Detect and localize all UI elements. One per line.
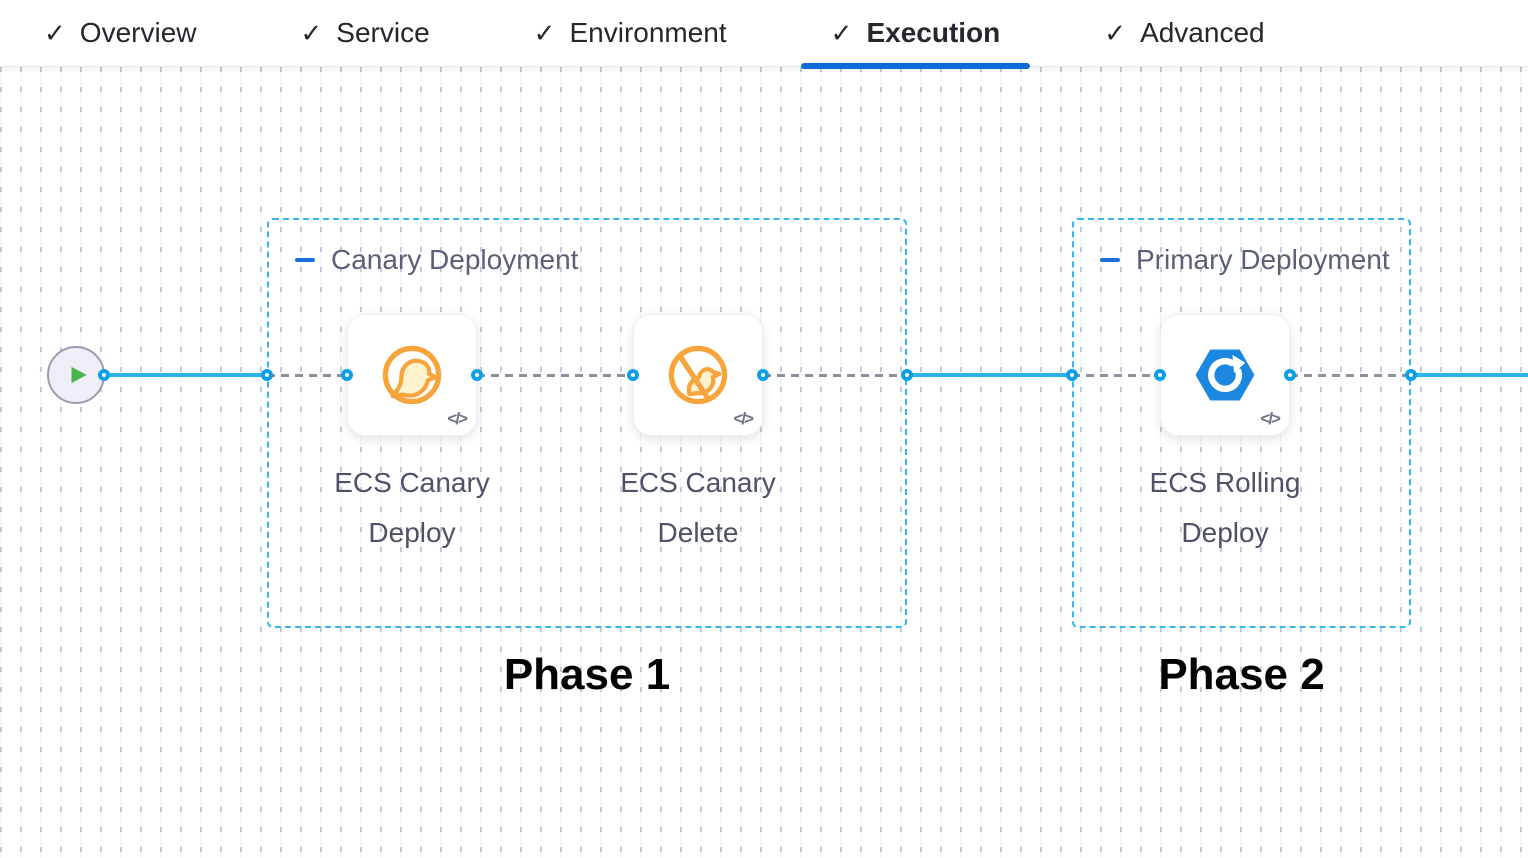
link-primary-group-to-next[interactable] (1411, 373, 1528, 377)
tab-execution[interactable]: ✓ Execution (800, 0, 1031, 69)
link-canary-delete-to-group[interactable] (763, 374, 907, 377)
tab-overview[interactable]: ✓ Overview (14, 0, 227, 66)
stage-group-primary-deployment: Primary Deployment (1072, 218, 1411, 628)
checkmark-icon: ✓ (1104, 17, 1127, 48)
canary-deploy-icon (382, 345, 442, 405)
canary-delete-icon (668, 345, 728, 405)
connector-port[interactable] (261, 369, 273, 381)
link-group-to-canary-deploy[interactable] (267, 374, 347, 377)
step-label: ECS Canary Deploy (334, 467, 490, 548)
checkmark-icon: ✓ (300, 17, 323, 48)
rolling-deploy-icon (1195, 349, 1255, 401)
step-node-ecs-canary-deploy[interactable]: </> (347, 314, 477, 436)
tab-label: Advanced (1140, 17, 1265, 48)
phase-annotation: Phase 2 (1158, 650, 1325, 699)
tab-environment[interactable]: ✓ Environment (504, 0, 757, 66)
connector-port[interactable] (471, 369, 483, 381)
group-label: Canary Deployment (331, 244, 579, 275)
tab-service[interactable]: ✓ Service (271, 0, 460, 66)
pipeline-canvas: Canary Deployment Primary Deployment </> (0, 67, 1528, 858)
checkmark-icon: ✓ (44, 17, 66, 48)
tab-label: Service (336, 17, 430, 48)
tab-label: Execution (866, 17, 1001, 48)
tab-label: Overview (79, 17, 197, 48)
tab-advanced[interactable]: ✓ Advanced (1074, 0, 1294, 66)
connector-port[interactable] (1154, 369, 1166, 381)
stage-group-canary-deployment: Canary Deployment (267, 218, 907, 628)
play-icon (71, 366, 87, 384)
checkmark-icon: ✓ (830, 17, 853, 48)
connector-port[interactable] (1405, 369, 1417, 381)
connector-port[interactable] (341, 369, 353, 381)
pipeline-start-node (47, 346, 105, 404)
step-node-ecs-rolling-deploy[interactable]: </> (1160, 314, 1290, 436)
wizard-tab-bar: ✓ Overview ✓ Service ✓ Environment ✓ Exe… (0, 0, 1528, 69)
connector-port[interactable] (1066, 369, 1078, 381)
step-node-ecs-canary-delete[interactable]: </> (633, 314, 763, 436)
checkmark-icon: ✓ (533, 17, 556, 48)
link-start-to-canary-group[interactable] (104, 373, 267, 377)
step-label: ECS Rolling Deploy (1149, 467, 1301, 548)
collapse-icon[interactable] (1100, 258, 1120, 262)
group-header: Primary Deployment (1074, 220, 1409, 276)
collapse-icon[interactable] (295, 258, 315, 262)
connector-port[interactable] (627, 369, 639, 381)
group-label: Primary Deployment (1136, 244, 1390, 275)
step-label: ECS Canary Delete (620, 467, 776, 548)
link-rolling-deploy-to-group[interactable] (1290, 374, 1411, 377)
link-canary-to-primary-group[interactable] (907, 373, 1072, 377)
code-icon: </> (1260, 409, 1281, 428)
connector-port[interactable] (757, 369, 769, 381)
group-header: Canary Deployment (269, 220, 905, 276)
phase-annotation: Phase 1 (503, 650, 671, 699)
connector-port[interactable] (1284, 369, 1296, 381)
active-tab-underline (800, 63, 1031, 69)
link-canary-deploy-to-delete[interactable] (477, 374, 633, 377)
link-group-to-rolling-deploy[interactable] (1072, 374, 1160, 377)
connector-port[interactable] (901, 369, 913, 381)
connector-port[interactable] (98, 369, 110, 381)
tab-label: Environment (569, 17, 727, 48)
code-icon: </> (733, 409, 754, 428)
code-icon: </> (447, 409, 468, 428)
